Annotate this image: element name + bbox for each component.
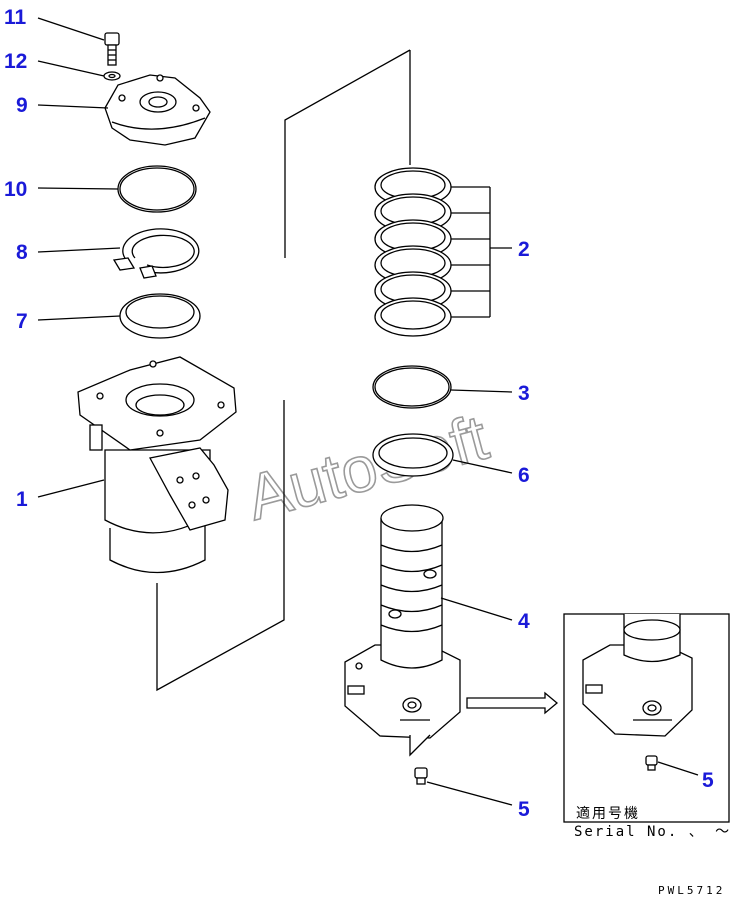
drawing-code: PWL5712 (658, 884, 725, 897)
ring-part-7 (119, 293, 201, 339)
serial-inset (563, 613, 730, 823)
rotor-shaft-part-4 (344, 504, 461, 757)
callout-1: 1 (16, 488, 28, 511)
callout-10: 10 (4, 178, 27, 201)
callout-12: 12 (4, 50, 27, 73)
callout-6: 6 (518, 464, 530, 487)
seal-rings-part-2 (374, 167, 452, 337)
o-ring-part-10 (117, 165, 197, 213)
plug-part-5-main (414, 767, 428, 785)
o-ring-part-3 (372, 365, 452, 409)
arrow-to-inset (466, 691, 559, 715)
watermark-text: AutoSoft (239, 401, 495, 534)
callout-2: 2 (518, 238, 530, 261)
callout-8: 8 (16, 241, 28, 264)
callout-4: 4 (518, 610, 530, 633)
callout-11: 11 (4, 6, 27, 29)
callout-5-main: 5 (518, 798, 530, 821)
assembly-lines (156, 49, 411, 692)
swivel-body-part-1 (77, 356, 237, 574)
bolt-part-11 (104, 32, 120, 66)
washer-part-12 (103, 71, 121, 81)
cover-part-9 (104, 74, 211, 146)
snap-ring-part-8 (112, 228, 200, 279)
leader-lines (37, 17, 699, 806)
serial-number-label: Serial No. 、 ～ (574, 824, 731, 840)
applicable-model-label: 適用号機 (576, 805, 640, 822)
callout-9: 9 (16, 94, 28, 117)
callout-7: 7 (16, 310, 28, 333)
callout-3: 3 (518, 382, 530, 405)
callout-5-inset: 5 (702, 769, 714, 792)
ring-part-6 (372, 433, 454, 477)
